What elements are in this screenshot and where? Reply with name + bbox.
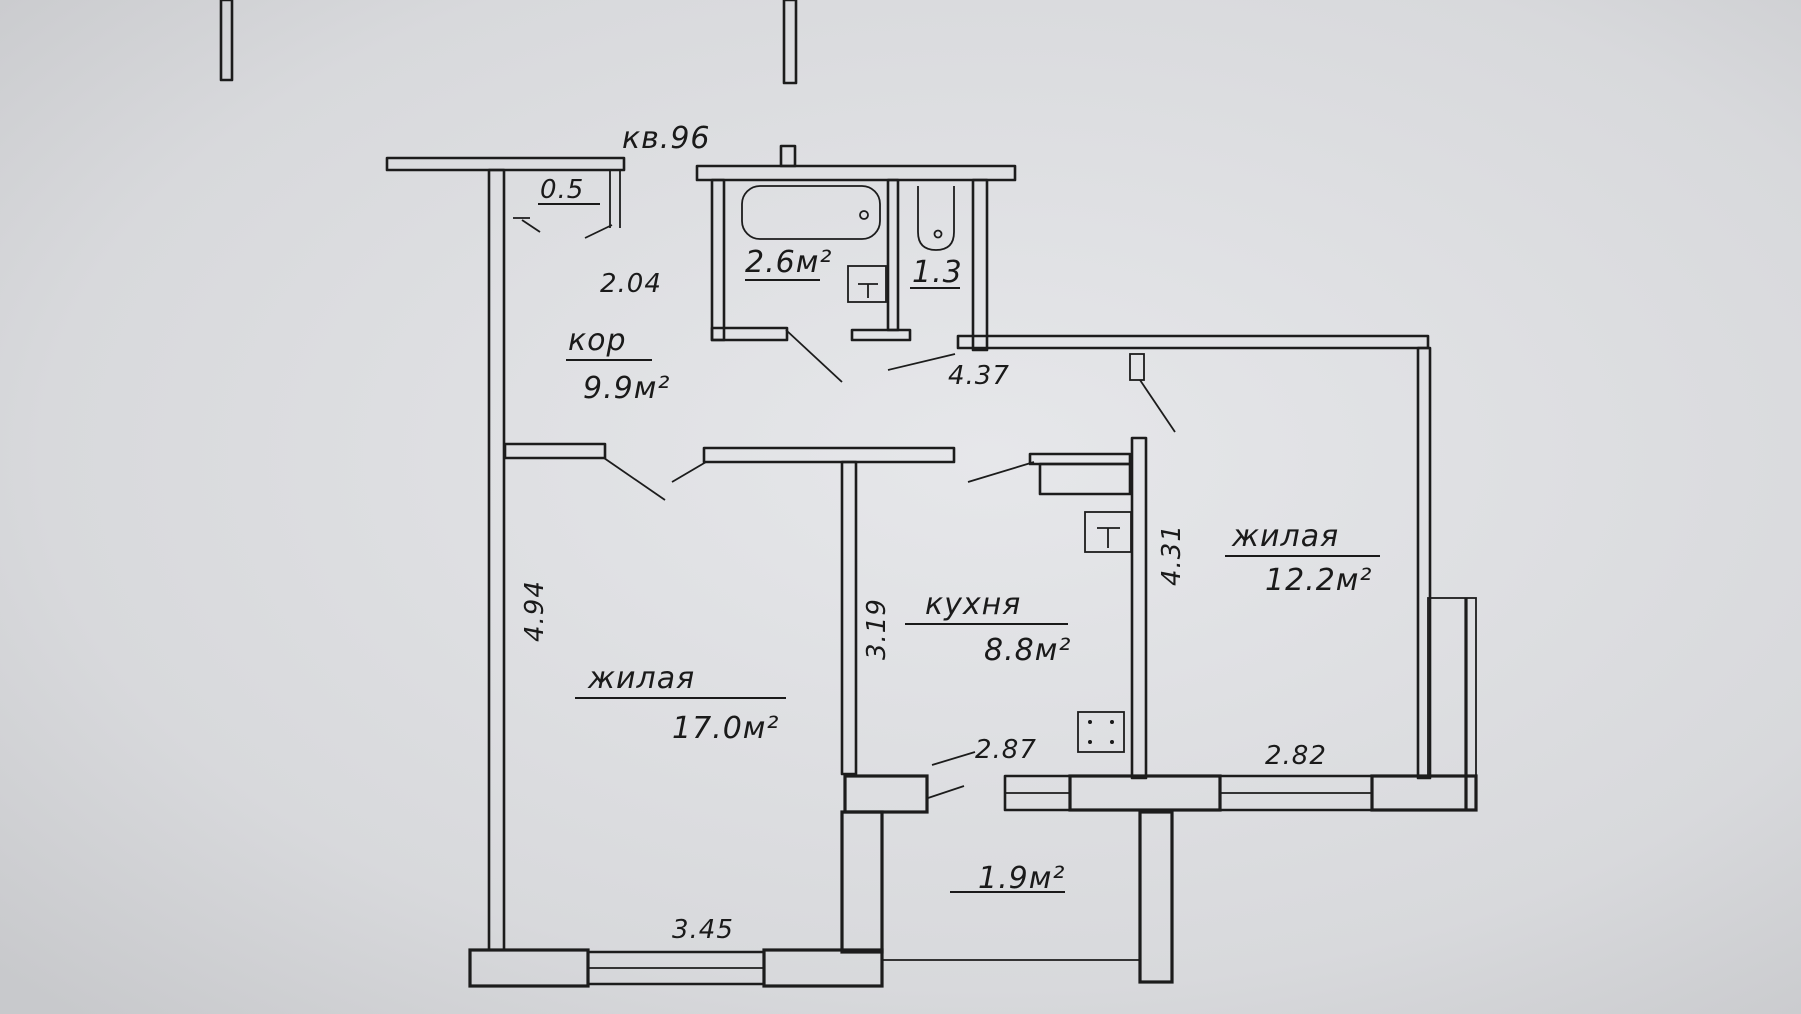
- living-left-height-dim-label: 4.94: [520, 580, 550, 642]
- corridor-area-label: 9.9м²: [583, 371, 670, 406]
- living-right-width-dim-label: 2.82: [1265, 741, 1327, 771]
- living-right-top-dim-label: 4.37: [948, 361, 1010, 391]
- kitchen-name-label: кухня: [925, 587, 1021, 622]
- living-right-area-label: 12.2м²: [1265, 563, 1372, 598]
- neighbour-walls: [219, 0, 798, 85]
- bathroom-area-label: 2.6м²: [745, 245, 832, 280]
- living-right-name-label: жилая: [1231, 519, 1339, 554]
- toilet-area-label: 1.3: [912, 255, 963, 290]
- living-left-width-dim-label: 3.45: [672, 915, 734, 945]
- living-left-area-label: 17.0м²: [672, 711, 779, 746]
- walls: [385, 144, 1478, 988]
- balcony-area-label: 1.9м²: [978, 861, 1065, 896]
- kitchen-width-dim-label: 2.87: [975, 735, 1037, 765]
- apartment-label: кв.96: [622, 121, 711, 156]
- living-right-height-dim-label: 4.31: [1157, 524, 1187, 586]
- closet-area-label: 0.5: [540, 175, 584, 205]
- kitchen-height-dim-label: 3.19: [862, 598, 892, 660]
- kitchen-area-label: 8.8м²: [984, 633, 1071, 668]
- labels: кв.96 0.5 2.04 кор 9.9м² 2.6м² 1.3 4.37 …: [520, 121, 1380, 945]
- living-left-name-label: жилая: [587, 661, 695, 696]
- corridor-dim-label: 2.04: [600, 269, 662, 299]
- corridor-name-label: кор: [568, 323, 627, 358]
